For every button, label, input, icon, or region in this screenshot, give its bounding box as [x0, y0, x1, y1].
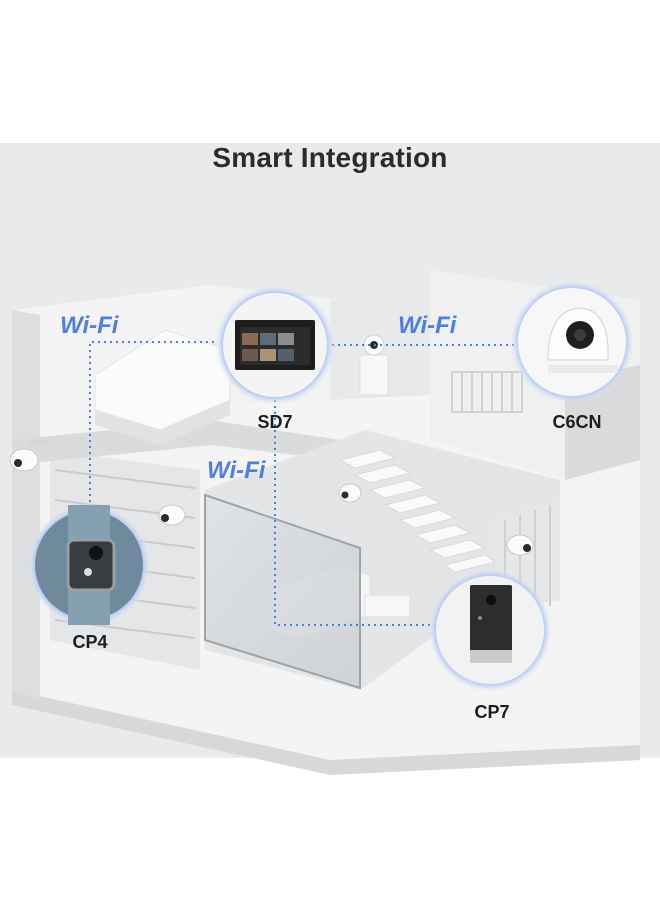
device-label-sd7: SD7 [245, 412, 305, 433]
outdoor-camera-icon [507, 535, 533, 555]
c6cn-device [510, 280, 634, 404]
wifi-label: Wi-Fi [207, 457, 265, 485]
device-label-cp4: CP4 [60, 632, 120, 653]
cp7-device [428, 568, 552, 692]
outdoor-camera-icon [159, 505, 185, 525]
peephole-icon [68, 540, 114, 590]
device-label-c6cn: C6CN [542, 412, 612, 433]
doorbell-icon [470, 585, 512, 663]
wifi-label: Wi-Fi [398, 312, 456, 340]
wifi-label: Wi-Fi [60, 312, 118, 340]
cp4-device [27, 503, 151, 627]
page-title: Smart Integration [0, 140, 660, 176]
device-label-cp7: CP7 [462, 702, 522, 723]
indoor-camera-icon [339, 484, 361, 502]
sd7-device [215, 285, 335, 405]
